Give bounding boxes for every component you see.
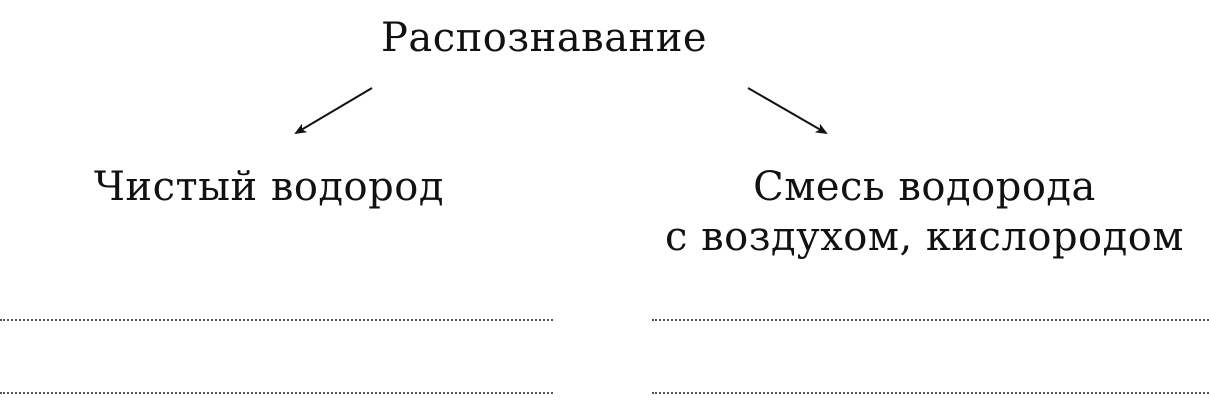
right-node: Смесь водорода с воздухом, кислородом xyxy=(640,162,1209,262)
right-node-line-2: с воздухом, кислородом xyxy=(665,214,1184,260)
root-node: Распознавание xyxy=(380,15,708,61)
right-node-line-1: Смесь водорода xyxy=(753,164,1096,210)
left-answer-line-2[interactable] xyxy=(0,392,553,394)
left-node: Чистый водород xyxy=(94,164,444,210)
arrow-right xyxy=(747,87,828,134)
left-answer-line-1[interactable] xyxy=(0,319,553,321)
arrow-left xyxy=(294,87,373,135)
right-answer-line-1[interactable] xyxy=(652,319,1209,321)
right-answer-line-2[interactable] xyxy=(652,392,1209,394)
